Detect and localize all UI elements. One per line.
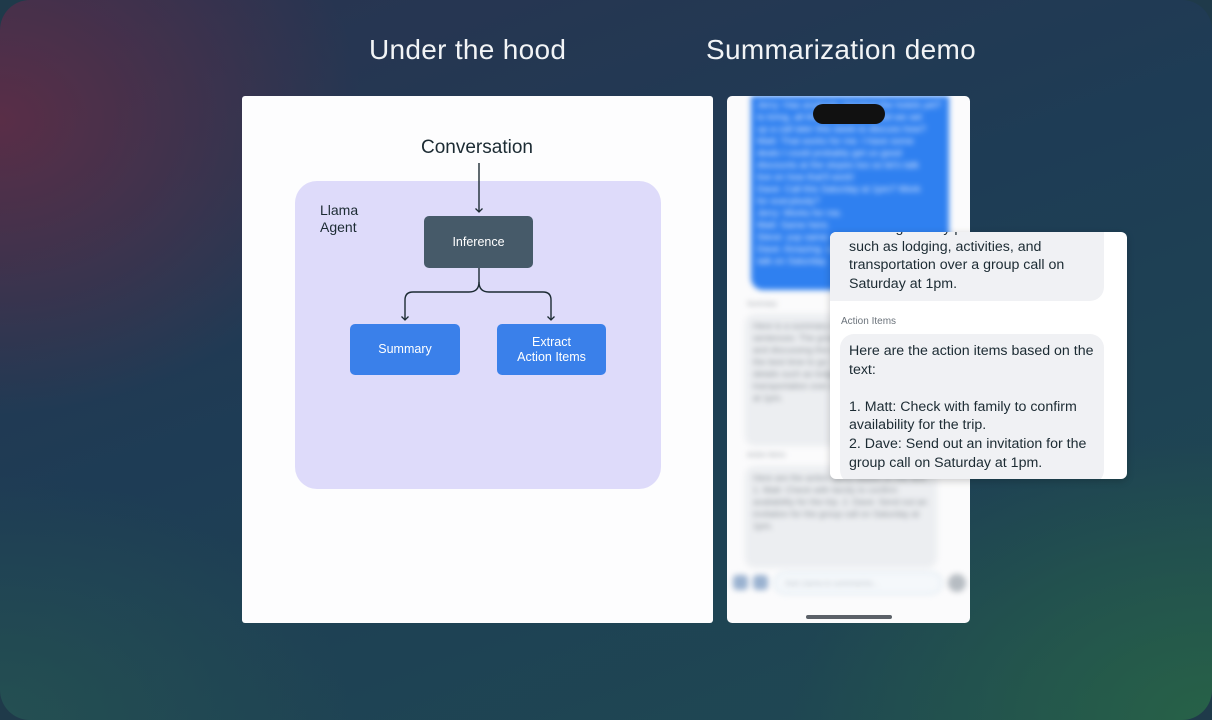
chat-line: for everybody?	[757, 196, 820, 207]
redaction-bar	[813, 104, 885, 124]
heading-summarization-demo: Summarization demo	[706, 34, 976, 65]
message-input[interactable]: Ask Llama to summarize...	[774, 572, 942, 594]
agent-label-line2: Agent	[320, 219, 357, 235]
diagram-title-conversation: Conversation	[421, 137, 533, 158]
chat-line: up a call later this week to discuss how…	[757, 124, 926, 135]
chat-line: Matt: Same here.	[757, 220, 830, 231]
zoom-action-item-1: 1. Matt: Check with family to confirm av…	[849, 398, 1077, 434]
zoom-action-items-bubble: Here are the action items based on the t…	[840, 334, 1104, 479]
send-icon[interactable]	[948, 574, 966, 592]
node-extract-line2: Action Items	[517, 349, 586, 364]
zoom-action-intro: Here are the action items based on the t…	[849, 343, 1094, 378]
photo-icon[interactable]	[753, 575, 768, 590]
chat-line: Dave: Call this Saturday at 1pm? Work	[757, 184, 921, 195]
home-indicator	[806, 615, 892, 619]
chat-line: Matt: That works for me. I have some	[757, 136, 914, 147]
chat-line: Jerry: Works for me.	[757, 208, 843, 219]
chat-line: live on how that'll work!	[757, 172, 855, 183]
camera-icon[interactable]	[733, 575, 748, 590]
llama-agent-label: Llama Agent	[320, 202, 358, 236]
action-items-bubble: Here are the action items based on the t…	[745, 466, 937, 568]
heading-under-the-hood: Under the hood	[369, 34, 567, 65]
node-extract-action-items: Extract Action Items	[497, 324, 606, 375]
chat-line: Steve: yup same.	[757, 232, 831, 243]
message-input-row: Ask Llama to summarize...	[733, 572, 966, 594]
node-inference: Inference	[424, 216, 533, 268]
chat-line: talk on Saturday.	[757, 256, 828, 267]
zoom-summary-bubble: weekend in December as the best time to …	[830, 232, 1104, 301]
zoom-summary-text: weekend in December as the best time to …	[849, 232, 1093, 292]
zoom-action-items-label: Action Items	[841, 316, 897, 327]
zoom-callout-card: weekend in December as the best time to …	[830, 232, 1127, 479]
node-summary: Summary	[350, 324, 460, 375]
summary-label: Summary	[747, 301, 777, 308]
node-extract-line1: Extract	[532, 334, 571, 349]
chat-line: deals I could probably get us good	[757, 148, 902, 159]
chat-line: discounts at the slopes too so let's tal…	[757, 160, 919, 171]
zoom-action-item-2: 2. Dave: Send out an invitation for the …	[849, 435, 1087, 471]
agent-label-line1: Llama	[320, 202, 359, 218]
action-items-label: Action Items	[747, 452, 786, 459]
